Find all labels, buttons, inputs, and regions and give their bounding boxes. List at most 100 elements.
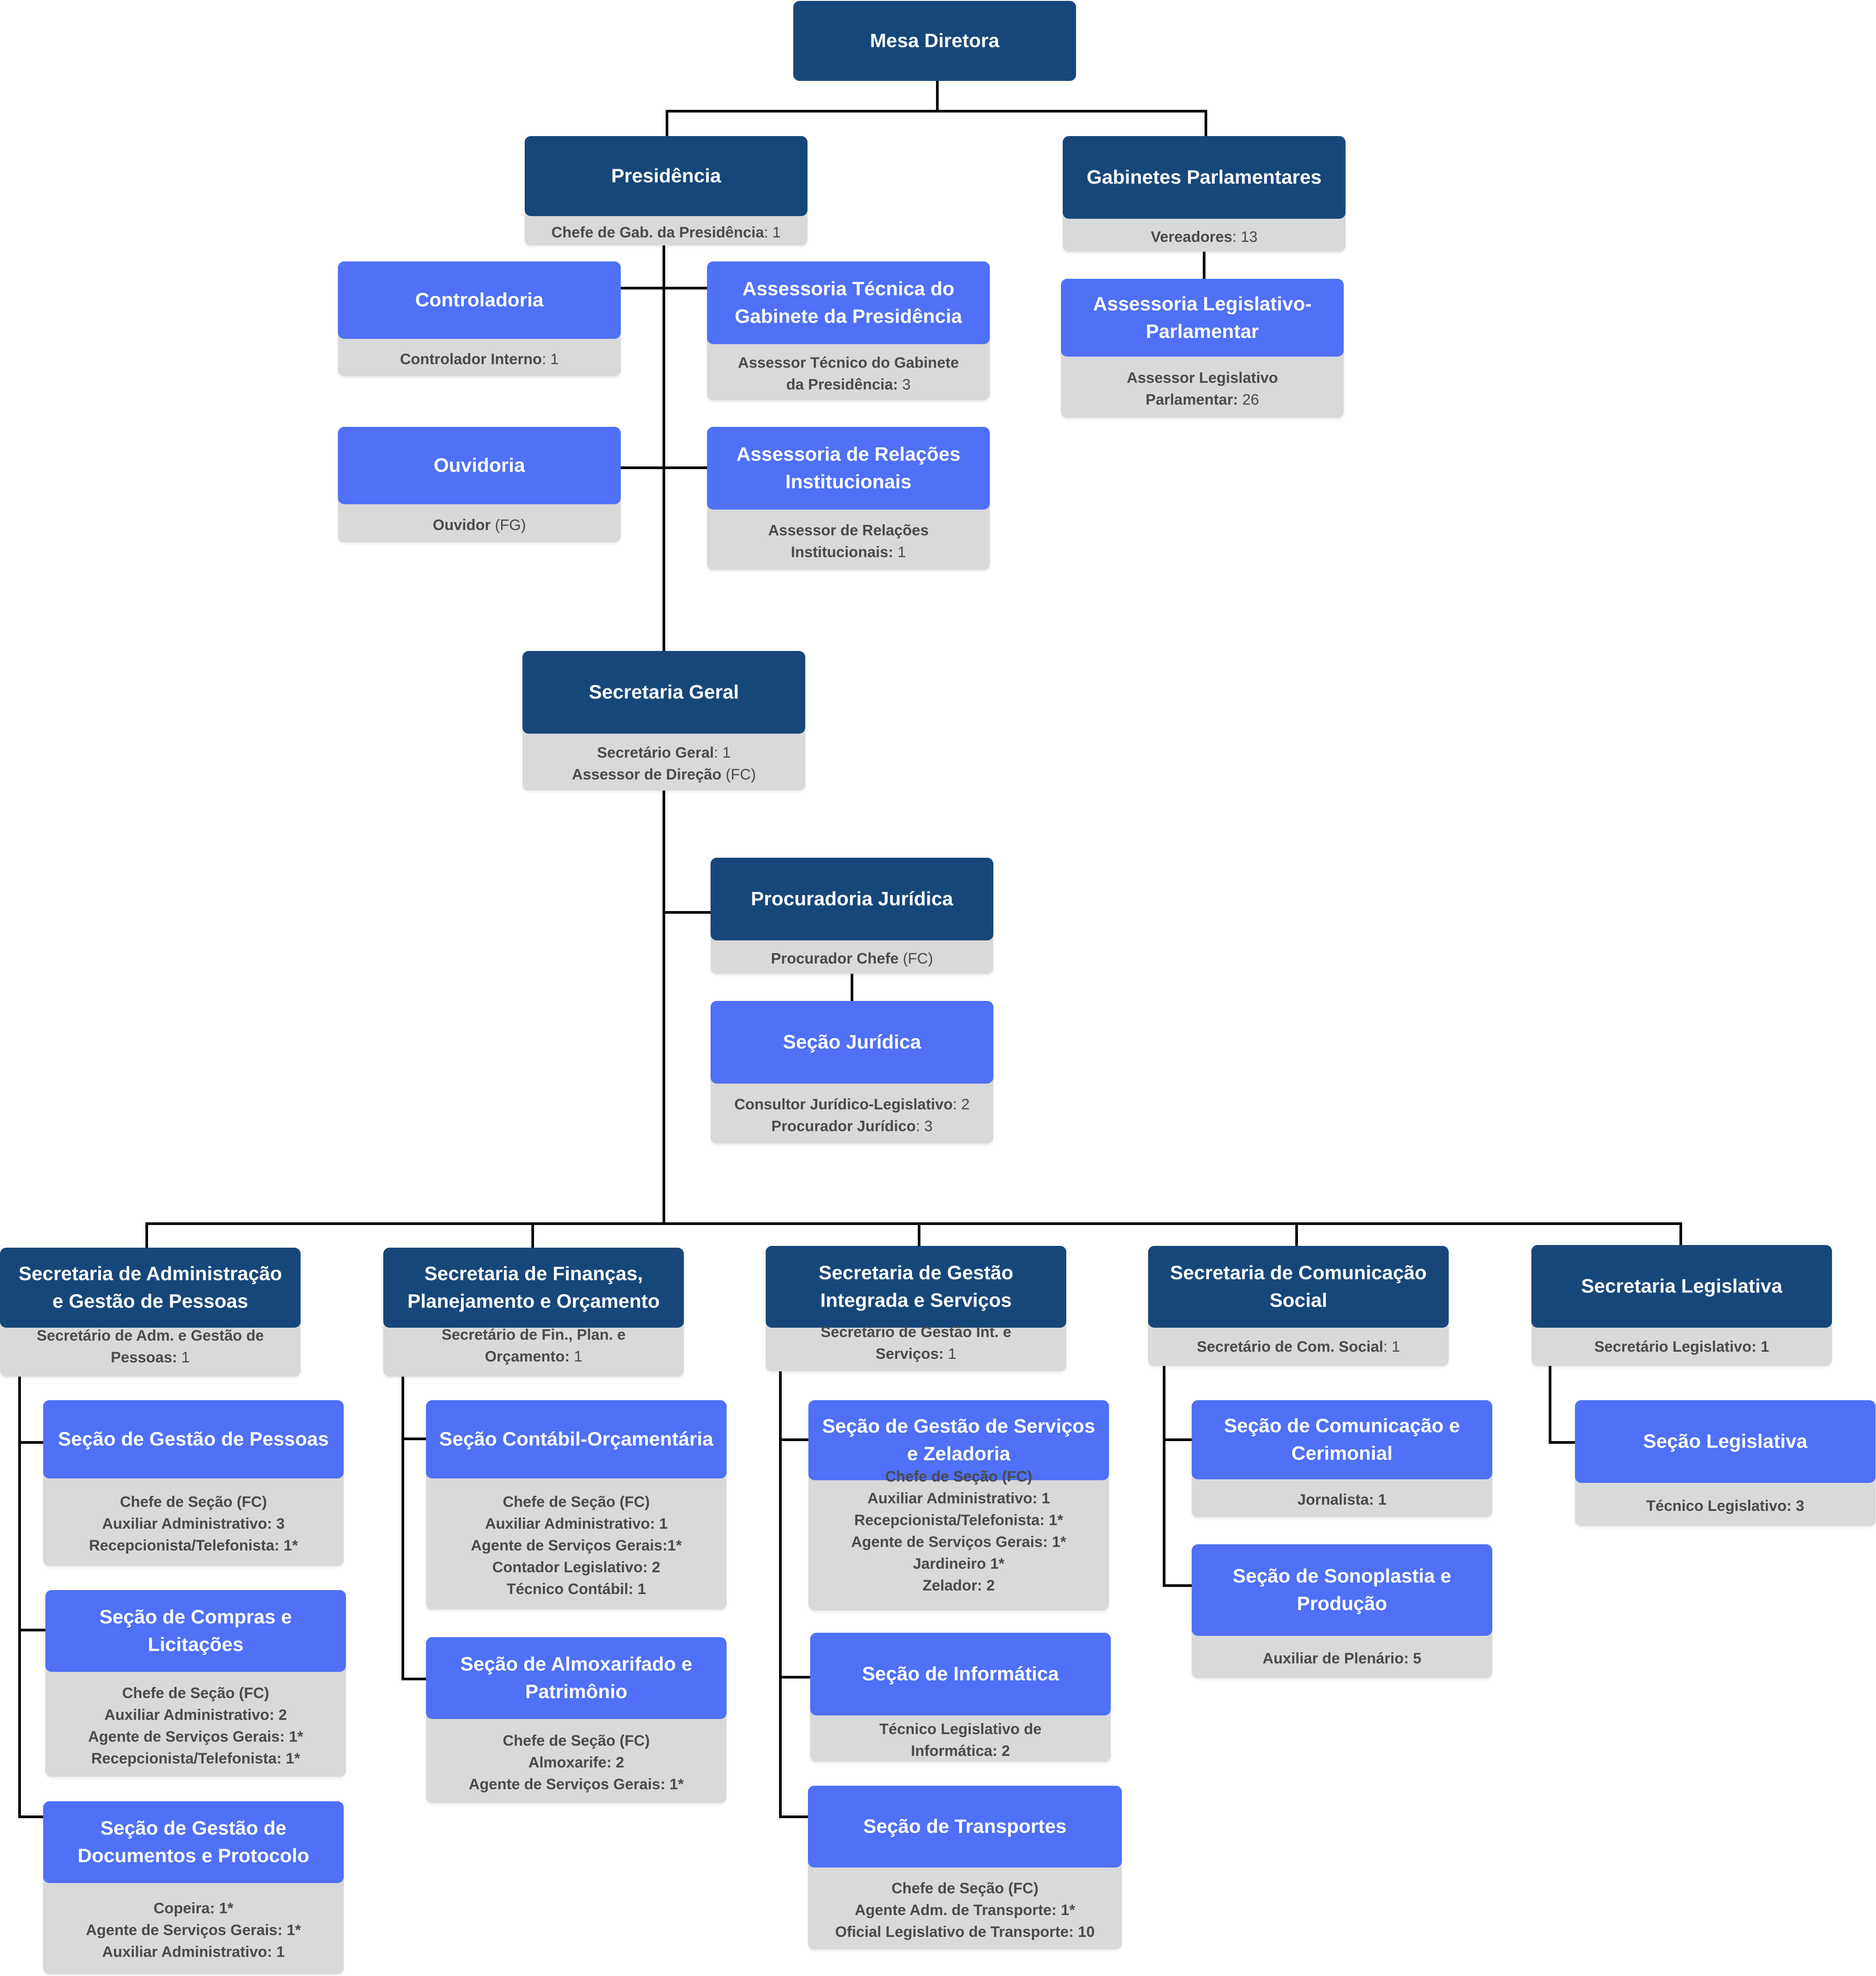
detail-line: Consultor Jurídico-Legislativo: 2 [734, 1096, 970, 1113]
detail-value: (FC) [725, 766, 756, 783]
detail-value: 13 [1241, 228, 1258, 245]
detail-line: Chefe de Seção (FC) [43, 1491, 344, 1513]
node-title: Seção Contábil-Orçamentária [426, 1400, 727, 1478]
node-details: Procurador Chefe (FC) [711, 948, 993, 970]
detail-line: Parlamentar: 26 [1145, 391, 1259, 408]
detail-value: 3 [902, 376, 911, 393]
node-details: Vereadores: 13 [1063, 226, 1346, 248]
detail-line: Assessor de Relações [707, 520, 990, 542]
node-title: Secretaria Legislativa [1531, 1245, 1832, 1328]
detail-label: Jardineiro 1* [913, 1555, 1004, 1572]
node-details: Chefe de Seção (FC) Auxiliar Administrati… [43, 1491, 344, 1557]
detail-label: Secretário Geral [597, 744, 714, 761]
node-details: Chefe de Seção (FC) Almoxarife: 2 Agente d… [426, 1730, 727, 1795]
detail-line: Agente de Serviços Gerais:1* [426, 1535, 727, 1557]
detail-line: Secretário de Fin., Plan. e [383, 1324, 684, 1346]
detail-label: Chefe de Seção (FC) [122, 1685, 269, 1702]
detail-label: Agente de Serviços Gerais: 1* [469, 1776, 684, 1793]
detail-line: Recepcionista/Telefonista: 1* [808, 1510, 1109, 1531]
detail-label: Assessor de Direção [572, 766, 722, 783]
detail-value: 3 [924, 1117, 933, 1135]
detail-label: Contador Legislativo: 2 [492, 1559, 660, 1576]
detail-label: Auxiliar Administrativo: 3 [102, 1515, 285, 1532]
detail-label: Secretário de Com. Social [1197, 1338, 1383, 1355]
detail-label: Oficial Legislativo de Transporte: 10 [835, 1923, 1095, 1940]
detail-label: Auxiliar Administrativo: 1 [485, 1515, 668, 1532]
detail-label: Orçamento [485, 1348, 565, 1365]
detail-line: Técnico Legislativo de [810, 1719, 1111, 1740]
detail-line: Agente de Serviços Gerais: 1* [808, 1531, 1109, 1553]
detail-label: Secretário Legislativo: 1 [1594, 1338, 1769, 1355]
detail-line: Chefe de Seção (FC) [808, 1466, 1109, 1488]
node-details: Auxiliar de Plenário: 5 [1192, 1648, 1492, 1670]
node-details: Chefe de Seção (FC)Agente Adm. de Transp… [808, 1878, 1122, 1943]
detail-label: Técnico Contábil: 1 [506, 1581, 646, 1598]
detail-line: Zelador: 2 [808, 1575, 1109, 1597]
detail-label: Ouvidor [433, 516, 491, 534]
detail-label: Assessor de Relações [768, 522, 929, 539]
node-title: Seção de Almoxarifado e Patrimônio [426, 1637, 727, 1719]
org-node-sec-gestao-integrada: Secretaria de Gestão Integrada e Serviço… [766, 1246, 1066, 1371]
detail-line: Agente de Serviços Gerais: 1* [43, 1920, 344, 1941]
node-title: Secretaria de Gestão Integrada e Serviço… [766, 1246, 1066, 1328]
detail-label: Zelador: 2 [922, 1577, 995, 1594]
node-title: Seção de Sonoplastia e Produção [1192, 1544, 1492, 1636]
detail-line: Secretário de Com. Social: 1 [1197, 1338, 1400, 1355]
detail-line: Agente de Serviços Gerais: 1* [426, 1774, 727, 1795]
detail-value: (FG) [494, 516, 526, 534]
detail-label: Agente de Serviços Gerais: 1* [88, 1728, 303, 1745]
detail-line: Serviços: 1 [876, 1345, 956, 1362]
detail-label: Auxiliar Administrativo: 1 [867, 1490, 1050, 1507]
detail-label: Técnico Legislativo de [879, 1721, 1042, 1738]
detail-line: Auxiliar Administrativo: 1 [808, 1488, 1109, 1510]
detail-value: 1 [772, 224, 781, 241]
detail-value: 1 [948, 1345, 956, 1362]
detail-label: Procurador Chefe [771, 950, 899, 967]
detail-value: 1 [1391, 1338, 1400, 1355]
detail-line: Chefe de Gab. da Presidência: 1 [551, 224, 781, 241]
detail-label: Recepcionista/Telefonista: 1* [91, 1750, 300, 1767]
detail-label: Secretário de Gestão Int. e [820, 1324, 1012, 1341]
detail-value: 1 [181, 1349, 190, 1366]
node-details: Ouvidor (FG) [338, 514, 621, 536]
detail-line: Chefe de Seção (FC) [426, 1730, 727, 1752]
node-title: Seção de Gestão de Serviços e Zeladoria [808, 1400, 1109, 1480]
detail-value: 2 [961, 1096, 970, 1113]
org-node-assessoria-tecnica-gabinete: Assessoria Técnica do Gabinete da Presid… [707, 261, 990, 400]
node-details: Copeira: 1*Agente de Serviços Gerais: 1*… [43, 1898, 344, 1963]
detail-line: Informática: 2 [810, 1740, 1111, 1762]
node-title: Mesa Diretora [793, 1, 1076, 81]
detail-line: Jornalista: 1 [1192, 1489, 1492, 1511]
node-title: Seção de Compras e Licitações [45, 1590, 346, 1672]
node-title: Seção de Informática [810, 1633, 1111, 1715]
node-details: Chefe de Seção (FC)Auxiliar Administrati… [426, 1491, 727, 1600]
node-title: Seção de Gestão de Pessoas [43, 1400, 344, 1478]
detail-label: Almoxarife: 2 [528, 1754, 624, 1771]
detail-line: Técnico Contábil: 1 [426, 1578, 727, 1600]
node-details: Jornalista: 1 [1192, 1489, 1492, 1511]
detail-line: Copeira: 1* [43, 1898, 344, 1920]
node-title: Seção Legislativa [1575, 1400, 1876, 1483]
detail-label: Agente de Serviços Gerais:1* [470, 1537, 682, 1554]
node-details: Chefe de Seção (FC) Auxiliar Administrati… [45, 1683, 346, 1770]
node-title: Seção de Transportes [808, 1786, 1122, 1868]
node-title: Gabinetes Parlamentares [1063, 136, 1346, 219]
node-title: Seção de Comunicação e Cerimonial [1192, 1400, 1492, 1479]
detail-line: Auxiliar Administrativo: 2 [45, 1704, 346, 1726]
node-title: Assessoria de Relações Institucionais [707, 427, 990, 510]
node-title: Ouvidoria [338, 427, 621, 504]
detail-label: Controlador Interno [400, 350, 542, 368]
